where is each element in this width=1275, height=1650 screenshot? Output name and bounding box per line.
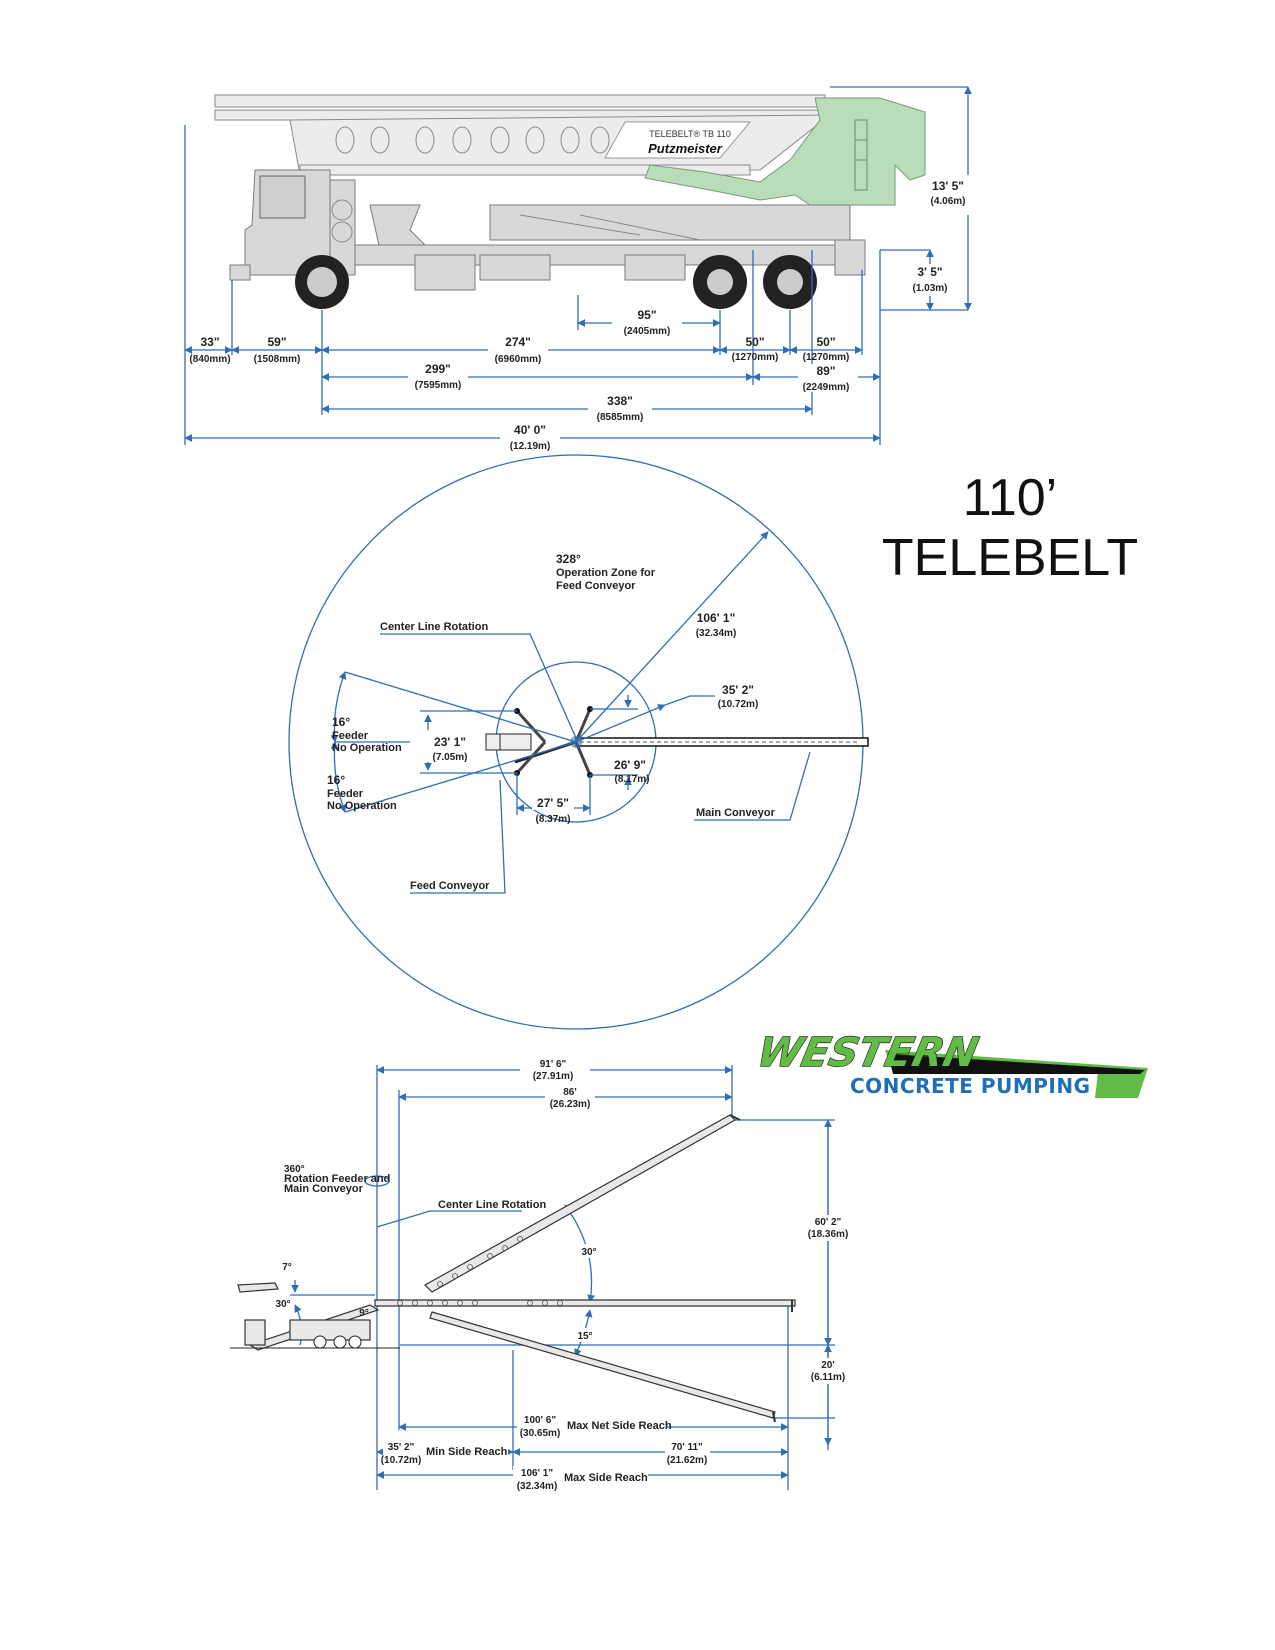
feeder-bottom-line1: Feeder bbox=[327, 788, 364, 800]
outrigger-width-metric: (7.05m) bbox=[432, 752, 467, 763]
max-net-side-reach-imperial: 100' 6" bbox=[524, 1415, 556, 1426]
elevation-view: 91' 6" (27.91m) 86' (26.23m) 360° Rotati… bbox=[230, 1058, 850, 1494]
logo-brand: WESTERN bbox=[753, 1028, 982, 1075]
outrigger-spacing-imperial: 95" bbox=[637, 308, 656, 322]
max-net-side-reach-metric: (30.65m) bbox=[520, 1428, 561, 1439]
overall-length-imperial: 40' 0" bbox=[514, 423, 546, 437]
max-radius-imperial: 106' 1" bbox=[697, 611, 736, 625]
rotation-line1: Rotation Feeder and bbox=[284, 1173, 390, 1185]
truck-cab bbox=[244, 169, 356, 276]
inner-radius-imperial: 35' 2" bbox=[722, 683, 754, 697]
to-rear-axles-metric: (7595mm) bbox=[415, 380, 462, 391]
title-line-1: 110’ bbox=[962, 469, 1058, 527]
overall-height-metric: (4.06m) bbox=[930, 196, 965, 207]
axle-spacing-2-metric: (1270mm) bbox=[803, 352, 850, 363]
below-grade-metric: (6.11m) bbox=[811, 1372, 845, 1383]
operation-zone-angle: 328° bbox=[556, 552, 581, 566]
max-side-reach-metric: (32.34m) bbox=[517, 1481, 558, 1492]
frame-height-metric: (1.03m) bbox=[912, 283, 947, 294]
to-rear-outrigger-imperial: 338" bbox=[607, 394, 633, 408]
truck-boom: TELEBELT® TB 110 Putzmeister bbox=[214, 94, 832, 176]
min-side-reach-label: Min Side Reach bbox=[426, 1446, 508, 1458]
feeder-angle: 30° bbox=[275, 1299, 290, 1310]
truck-plan bbox=[485, 733, 532, 751]
min-side-reach-metric: (10.72m) bbox=[381, 1455, 422, 1466]
feeder-top-line2: No Operation bbox=[332, 742, 402, 754]
rear-outrigger-width-imperial: 26' 9" bbox=[614, 758, 646, 772]
title-line-2: TELEBELT bbox=[881, 529, 1139, 587]
truck-model-label: TELEBELT® TB 110 bbox=[649, 129, 731, 139]
to-rear-outrigger-metric: (8585mm) bbox=[597, 412, 644, 423]
top-net-reach-imperial: 86' bbox=[563, 1087, 577, 1098]
operation-zone-line1: Operation Zone for bbox=[556, 567, 656, 579]
wheelbase-imperial: 274" bbox=[505, 335, 531, 349]
wheelbase-metric: (6960mm) bbox=[495, 354, 542, 365]
bumper-axle-metric: (1508mm) bbox=[254, 354, 301, 365]
feed-conveyor-label: Feed Conveyor bbox=[410, 880, 490, 892]
mid-reach-imperial: 70' 11" bbox=[671, 1442, 703, 1453]
conveyor-booms bbox=[374, 1114, 796, 1423]
frame-height-imperial: 3' 5" bbox=[917, 265, 942, 279]
small-angle: 9° bbox=[359, 1308, 369, 1319]
elev-center-line-label: Center Line Rotation bbox=[438, 1199, 546, 1211]
truck-wheels bbox=[295, 255, 817, 309]
mid-reach-metric: (21.62m) bbox=[667, 1455, 708, 1466]
truck-elevation bbox=[230, 1282, 400, 1351]
feeder-up-angle: 7° bbox=[282, 1262, 292, 1273]
feeder-top-angle: 16° bbox=[332, 715, 350, 729]
front-overhang-imperial: 33" bbox=[200, 335, 219, 349]
western-logo: WESTERN bbox=[753, 1028, 1148, 1098]
truck-chassis bbox=[229, 204, 866, 291]
down-angle: 15° bbox=[577, 1331, 592, 1342]
axle-spacing-1-imperial: 50" bbox=[745, 335, 764, 349]
operation-zone-line2: Feed Conveyor bbox=[556, 580, 636, 592]
outrigger-spacing-metric: (2405mm) bbox=[624, 326, 671, 337]
min-side-reach-imperial: 35' 2" bbox=[388, 1442, 415, 1453]
rear-outrigger-width-metric: (8.17m) bbox=[614, 774, 649, 785]
top-net-reach-metric: (26.23m) bbox=[550, 1099, 591, 1110]
plan-view: 328° Operation Zone for Feed Conveyor 10… bbox=[288, 454, 869, 1030]
max-side-reach-label: Max Side Reach bbox=[564, 1472, 648, 1484]
rear-overhang-imperial: 89" bbox=[816, 364, 835, 378]
outrigger-width-imperial: 23' 1" bbox=[434, 735, 466, 749]
top-reach-metric: (27.91m) bbox=[533, 1071, 574, 1082]
main-conveyor-label: Main Conveyor bbox=[696, 807, 776, 819]
axle-spacing-1-metric: (1270mm) bbox=[732, 352, 779, 363]
rotation-angle: 360° bbox=[284, 1164, 305, 1175]
overall-length-metric: (12.19m) bbox=[510, 441, 551, 452]
side-view: TELEBELT® TB 110 Putzmeister bbox=[184, 86, 972, 454]
feeder-bottom-line2: No Operation bbox=[327, 800, 397, 812]
feeder-bottom-angle: 16° bbox=[327, 773, 345, 787]
max-height-metric: (18.36m) bbox=[808, 1229, 849, 1240]
max-height-imperial: 60' 2" bbox=[815, 1217, 842, 1228]
up-angle: 30° bbox=[581, 1247, 596, 1258]
center-line-rotation-label: Center Line Rotation bbox=[380, 621, 488, 633]
bumper-axle-imperial: 59" bbox=[267, 335, 286, 349]
side-dimension-labels: 13' 5" (4.06m) 3' 5" (1.03m) 33" (840mm)… bbox=[189, 175, 970, 454]
outrigger-length-metric: (8.37m) bbox=[535, 814, 570, 825]
outrigger-length-imperial: 27' 5" bbox=[537, 796, 569, 810]
rotation-line2: Main Conveyor bbox=[284, 1183, 364, 1195]
turret bbox=[644, 97, 926, 206]
truck-brand-label: Putzmeister bbox=[648, 141, 723, 156]
max-net-side-reach-label: Max Net Side Reach bbox=[567, 1420, 672, 1432]
axle-spacing-2-imperial: 50" bbox=[816, 335, 835, 349]
overall-height-imperial: 13' 5" bbox=[932, 179, 964, 193]
top-reach-imperial: 91' 6" bbox=[540, 1059, 567, 1070]
logo-tagline: CONCRETE PUMPING bbox=[850, 1074, 1091, 1098]
to-rear-axles-imperial: 299" bbox=[425, 362, 451, 376]
front-overhang-metric: (840mm) bbox=[189, 354, 230, 365]
max-side-reach-imperial: 106' 1" bbox=[521, 1468, 553, 1479]
inner-radius-metric: (10.72m) bbox=[718, 699, 759, 710]
rear-overhang-metric: (2249mm) bbox=[803, 382, 850, 393]
feeder-top-line1: Feeder bbox=[332, 730, 369, 742]
below-grade-imperial: 20' bbox=[821, 1360, 835, 1371]
max-radius-metric: (32.34m) bbox=[696, 628, 737, 639]
